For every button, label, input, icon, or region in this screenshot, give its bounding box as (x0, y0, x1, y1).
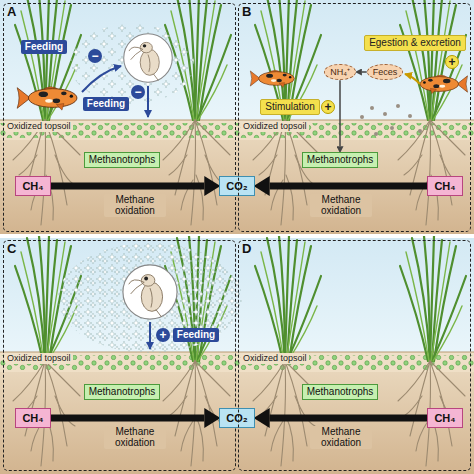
oxidation-arrow (51, 414, 205, 421)
minus-sign: − (131, 85, 145, 99)
node-text: Feeding (87, 98, 125, 110)
node-text: CO₂ (226, 180, 247, 193)
node-text: Egestion & excretion (369, 37, 461, 49)
node-text: Feces (373, 67, 398, 77)
node-text: + (159, 329, 166, 341)
edge-label: Methane oxidation (310, 426, 372, 449)
methanotroph-box: Methanotrophs (84, 152, 161, 168)
oxidation-arrow (51, 182, 205, 189)
flow-arrow (362, 71, 367, 73)
soil-label: Oxidized topsoil (241, 121, 309, 132)
feces-oval: Feces (367, 64, 404, 80)
panel-letter: D (242, 242, 251, 256)
edge-label: Methane oxidation (104, 194, 166, 217)
node-text: Methanotrophs (89, 154, 156, 166)
node-text: NH₄⁺ (330, 67, 350, 77)
oxidation-arrow (270, 414, 428, 421)
methanotroph-box: Methanotrophs (302, 152, 379, 168)
panel-letter: C (7, 242, 16, 256)
methane-box: CH₄ (427, 176, 462, 197)
soil-label: Oxidized topsoil (5, 121, 73, 132)
node-text: Methanotrophs (307, 386, 374, 398)
node-text: CH₄ (434, 180, 455, 193)
plus-sign: + (321, 100, 335, 114)
oxidation-arrow (270, 182, 428, 189)
node-text: Feeding (177, 329, 215, 341)
plus-sign: + (445, 55, 459, 69)
panel-letter: A (7, 5, 16, 19)
minus-sign: − (88, 49, 102, 63)
co2-box: CO₂ (219, 408, 254, 429)
effect-box: Stimulation (260, 99, 319, 115)
node-text: − (91, 50, 98, 62)
node-text: Methanotrophs (89, 386, 156, 398)
node-text: + (448, 56, 455, 68)
node-text: Feeding (25, 41, 63, 53)
node-text: CH₄ (434, 412, 455, 425)
methane-box: CH₄ (15, 176, 50, 197)
node-text: CH₄ (22, 412, 43, 425)
edge-label: Methane oxidation (104, 426, 166, 449)
edge-label: Methane oxidation (310, 194, 372, 217)
flow-arrow (339, 80, 341, 146)
feeding-box: Feeding (21, 40, 67, 54)
methanotroph-box: Methanotrophs (302, 384, 379, 400)
plus-sign: + (156, 328, 170, 342)
feeding-box: Feeding (173, 328, 219, 342)
node-text: − (134, 86, 141, 98)
methane-box: CH₄ (15, 408, 50, 429)
methanotroph-box: Methanotrophs (84, 384, 161, 400)
co2-box: CO₂ (219, 176, 254, 197)
effect-box: Egestion & excretion (364, 35, 466, 51)
node-text: CO₂ (226, 412, 247, 425)
node-text: Stimulation (265, 101, 314, 113)
soil-label: Oxidized topsoil (5, 353, 73, 364)
node-text: + (324, 101, 331, 113)
soil-label: Oxidized topsoil (241, 353, 309, 364)
panel-letter: B (242, 5, 251, 19)
ammonium-oval: NH₄⁺ (324, 64, 356, 80)
methane-box: CH₄ (427, 408, 462, 429)
feeding-box: Feeding (83, 97, 129, 111)
node-text: Methanotrophs (307, 154, 374, 166)
node-text: CH₄ (22, 180, 43, 193)
